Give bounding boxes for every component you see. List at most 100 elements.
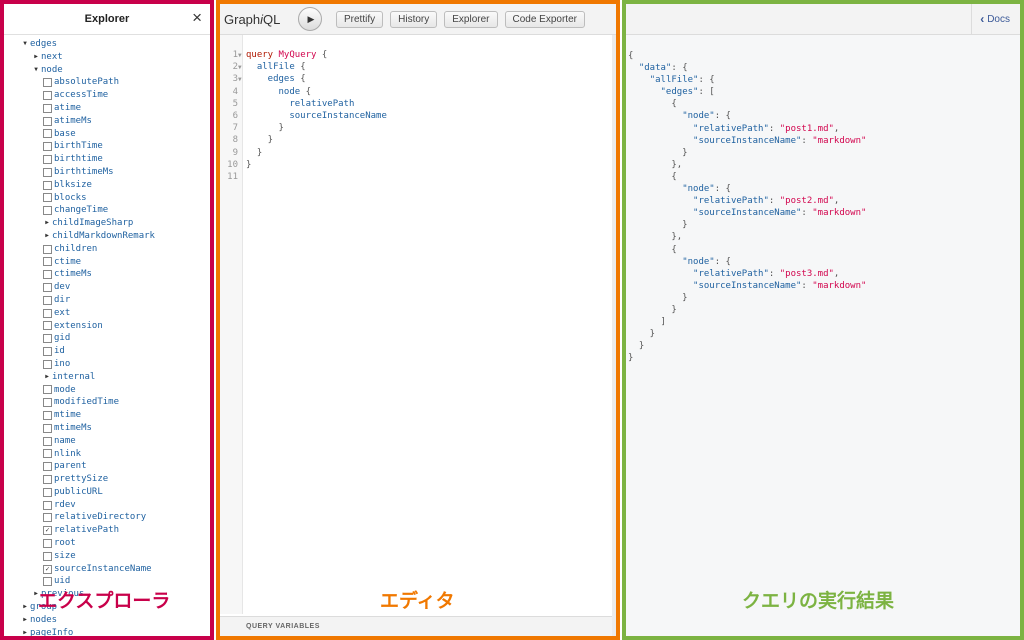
- checkbox[interactable]: [43, 551, 52, 561]
- tree-item[interactable]: modifiedTime: [4, 396, 210, 409]
- tree-item[interactable]: mode: [4, 384, 210, 397]
- caret-right-icon[interactable]: ▶: [23, 603, 27, 611]
- checkbox[interactable]: [43, 257, 52, 267]
- checkbox[interactable]: [43, 449, 52, 459]
- checkbox[interactable]: [43, 142, 52, 152]
- tree-item[interactable]: ▶childImageSharp: [4, 217, 210, 230]
- tree-item[interactable]: uid: [4, 575, 210, 588]
- checkbox[interactable]: [43, 577, 52, 587]
- checkbox[interactable]: [43, 513, 52, 523]
- checkbox-checked[interactable]: [43, 526, 52, 536]
- tree-item[interactable]: publicURL: [4, 486, 210, 499]
- tree-item[interactable]: extension: [4, 320, 210, 333]
- tree-item[interactable]: mtime: [4, 409, 210, 422]
- close-icon[interactable]: ×: [192, 8, 202, 27]
- tree-item[interactable]: relativeDirectory: [4, 511, 210, 524]
- tree-item[interactable]: ▼node: [4, 64, 210, 77]
- checkbox[interactable]: [43, 116, 52, 126]
- checkbox[interactable]: [43, 193, 52, 203]
- checkbox[interactable]: [43, 487, 52, 497]
- query-editor[interactable]: 1▼query MyQuery {2▼ allFile {3▼ edges {4…: [220, 35, 612, 614]
- tree-item[interactable]: ctime: [4, 256, 210, 269]
- checkbox[interactable]: [43, 308, 52, 318]
- checkbox[interactable]: [43, 283, 52, 293]
- checkbox[interactable]: [43, 538, 52, 548]
- tree-item[interactable]: id: [4, 345, 210, 358]
- checkbox[interactable]: [43, 347, 52, 357]
- tree-item[interactable]: blksize: [4, 179, 210, 192]
- checkbox[interactable]: [43, 474, 52, 484]
- checkbox[interactable]: [43, 103, 52, 113]
- checkbox[interactable]: [43, 500, 52, 510]
- caret-right-icon[interactable]: ▶: [45, 231, 49, 239]
- caret-right-icon[interactable]: ▶: [23, 628, 27, 636]
- checkbox[interactable]: [43, 423, 52, 433]
- caret-down-icon[interactable]: ▼: [23, 40, 27, 47]
- fold-icon[interactable]: ▼: [238, 52, 242, 59]
- editor-scrollbar[interactable]: [612, 35, 616, 636]
- tree-item[interactable]: ▼edges: [4, 38, 210, 51]
- checkbox[interactable]: [43, 321, 52, 331]
- tree-item[interactable]: ▶internal: [4, 371, 210, 384]
- tree-item[interactable]: ▶childMarkdownRemark: [4, 230, 210, 243]
- checkbox[interactable]: [43, 411, 52, 420]
- tree-item[interactable]: ctimeMs: [4, 268, 210, 281]
- caret-right-icon[interactable]: ▶: [34, 590, 38, 598]
- tree-item[interactable]: ▶group: [4, 601, 210, 614]
- checkbox[interactable]: [43, 129, 52, 139]
- checkbox-checked[interactable]: [43, 564, 52, 574]
- tree-item[interactable]: ▶nodes: [4, 614, 210, 627]
- checkbox[interactable]: [43, 206, 52, 216]
- checkbox[interactable]: [43, 398, 52, 408]
- checkbox[interactable]: [43, 244, 52, 254]
- query-variables-bar[interactable]: QUERY VARIABLES: [220, 616, 612, 636]
- tree-item[interactable]: ▶next: [4, 51, 210, 64]
- tree-item[interactable]: base: [4, 128, 210, 141]
- history-button[interactable]: History: [390, 10, 438, 28]
- caret-down-icon[interactable]: ▼: [34, 65, 38, 73]
- tree-item[interactable]: atimeMs: [4, 115, 210, 128]
- run-query-button[interactable]: ▶: [298, 7, 322, 31]
- caret-right-icon[interactable]: ▶: [34, 52, 38, 60]
- checkbox[interactable]: [43, 295, 52, 305]
- caret-right-icon[interactable]: ▶: [23, 615, 27, 623]
- tree-item[interactable]: parent: [4, 460, 210, 473]
- fold-icon[interactable]: ▼: [238, 76, 242, 84]
- tree-item[interactable]: nlink: [4, 448, 210, 461]
- checkbox[interactable]: [43, 436, 52, 446]
- tree-item[interactable]: ▶pageInfo: [4, 627, 210, 636]
- tree-item[interactable]: atime: [4, 102, 210, 115]
- tree-item[interactable]: ino: [4, 358, 210, 371]
- checkbox[interactable]: [43, 91, 52, 101]
- checkbox[interactable]: [43, 167, 52, 177]
- tree-item[interactable]: name: [4, 435, 210, 448]
- tree-item[interactable]: rdev: [4, 499, 210, 512]
- tree-item[interactable]: prettySize: [4, 473, 210, 486]
- tree-item[interactable]: ext: [4, 307, 210, 320]
- tree-item[interactable]: mtimeMs: [4, 422, 210, 435]
- tree-item[interactable]: root: [4, 537, 210, 550]
- tree-item[interactable]: ▶previous: [4, 588, 210, 601]
- explorer-button[interactable]: Explorer: [444, 10, 498, 28]
- checkbox[interactable]: [43, 334, 52, 344]
- tree-item[interactable]: dir: [4, 294, 210, 307]
- tree-item[interactable]: changeTime: [4, 204, 210, 217]
- tree-item[interactable]: size: [4, 550, 210, 563]
- fold-icon[interactable]: ▼: [238, 64, 242, 72]
- prettify-button[interactable]: Prettify: [336, 10, 384, 28]
- checkbox[interactable]: [43, 385, 52, 395]
- tree-item[interactable]: blocks: [4, 192, 210, 205]
- tree-item[interactable]: accessTime: [4, 89, 210, 102]
- caret-right-icon[interactable]: ▶: [45, 219, 49, 227]
- checkbox[interactable]: [43, 462, 52, 472]
- checkbox[interactable]: [43, 155, 52, 165]
- checkbox[interactable]: [43, 359, 52, 369]
- tree-item[interactable]: relativePath: [4, 524, 210, 537]
- checkbox[interactable]: [43, 270, 52, 280]
- docs-button[interactable]: ‹ Docs: [971, 4, 1020, 34]
- checkbox[interactable]: [43, 180, 52, 190]
- tree-item[interactable]: sourceInstanceName: [4, 563, 210, 576]
- tree-item[interactable]: dev: [4, 281, 210, 294]
- code-exporter-button[interactable]: Code Exporter: [504, 10, 585, 28]
- tree-item[interactable]: birthTime: [4, 140, 210, 153]
